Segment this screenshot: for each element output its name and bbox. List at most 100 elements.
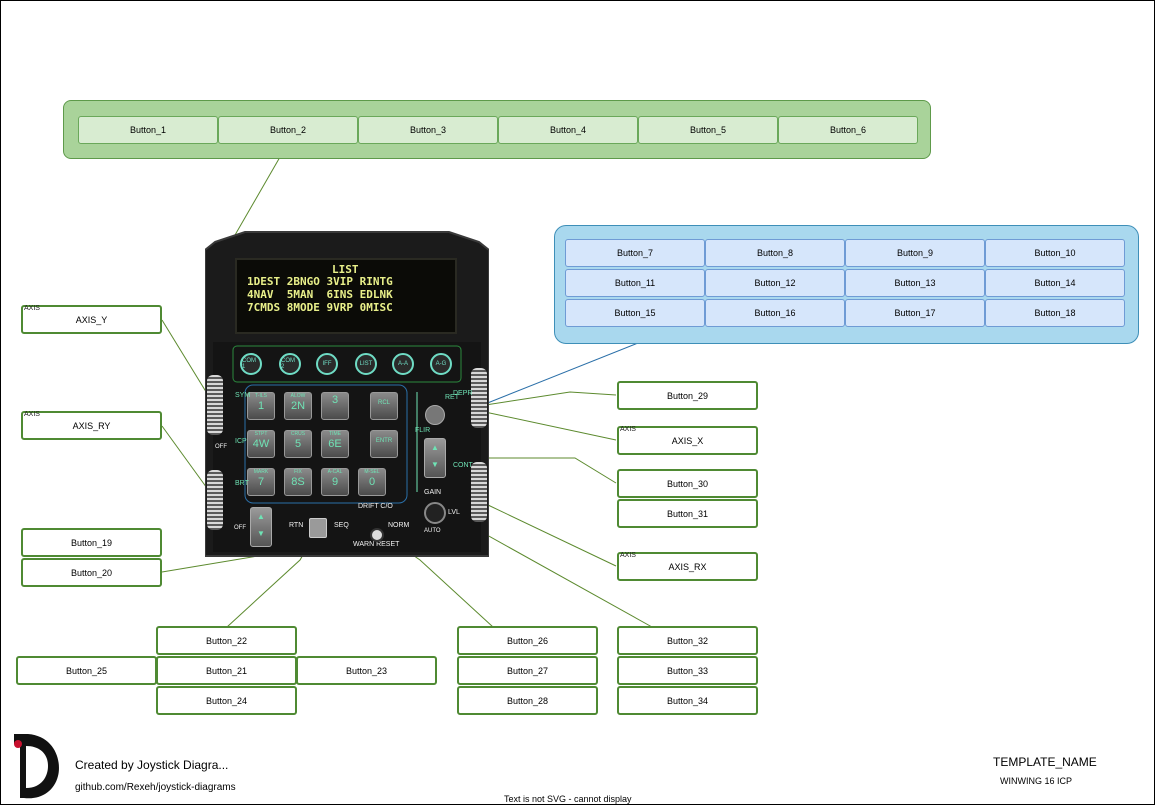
button-33-box[interactable]: Button_33 — [617, 656, 758, 685]
key-0-num: 0 — [368, 476, 376, 488]
key-1-num: 1 — [257, 400, 265, 412]
line-axis-y — [161, 319, 209, 396]
button-23-box[interactable]: Button_23 — [296, 656, 437, 685]
button-12-box[interactable]: Button_12 — [705, 269, 845, 297]
button-22-box[interactable]: Button_22 — [156, 626, 297, 655]
github-url-text[interactable]: github.com/Rexeh/joystick-diagrams — [75, 782, 236, 793]
button-2-box[interactable]: Button_2 — [218, 116, 358, 144]
warn-reset-label: WARN RESET — [353, 541, 400, 548]
svg-note-text: Text is not SVG - cannot display — [504, 794, 632, 804]
button-15-box[interactable]: Button_15 — [565, 299, 705, 327]
a-a-button[interactable]: A-A — [392, 353, 414, 375]
button-19-box[interactable]: Button_19 — [21, 528, 162, 557]
key-2-top: ALOW — [290, 393, 306, 399]
key-8-top: FIX — [294, 469, 302, 475]
gain-switch[interactable] — [424, 502, 446, 524]
icp-label: ICP — [235, 438, 247, 445]
key-6-num: 6E — [328, 438, 342, 450]
axis-y-label: AXIS_Y — [75, 314, 108, 325]
list-button[interactable]: LIST — [355, 353, 377, 375]
axis-y-box[interactable]: AXIS AXIS_Y — [21, 305, 162, 334]
com2-button[interactable]: COM 2 — [279, 353, 301, 375]
depr-wheel[interactable] — [471, 368, 487, 428]
created-by-text: Created by Joystick Diagra... — [75, 758, 229, 772]
button-11-box[interactable]: Button_11 — [565, 269, 705, 297]
button-28-box[interactable]: Button_28 — [457, 686, 598, 715]
device-name-text: WINWING 16 ICP — [1000, 776, 1073, 786]
brt-wheel[interactable] — [207, 470, 223, 530]
drift-toggle[interactable] — [370, 528, 384, 542]
gain-label: GAIN — [424, 489, 442, 496]
key-5-num: 5 — [294, 438, 302, 450]
axis-tag: AXIS — [620, 426, 636, 433]
button-25-box[interactable]: Button_25 — [16, 656, 157, 685]
brt-rocker[interactable]: ▲▼ — [250, 507, 272, 547]
button-17-box[interactable]: Button_17 — [845, 299, 985, 327]
key-rcl[interactable]: RCL — [370, 392, 398, 420]
axis-x-box[interactable]: AXIS AXIS_X — [617, 426, 758, 455]
cont-wheel[interactable] — [471, 462, 487, 522]
button-10-box[interactable]: Button_10 — [985, 239, 1125, 267]
button-3-box[interactable]: Button_3 — [358, 116, 498, 144]
key-9-top: A-CAL — [327, 469, 343, 475]
button-16-box[interactable]: Button_16 — [705, 299, 845, 327]
button-9-box[interactable]: Button_9 — [845, 239, 985, 267]
com1-button[interactable]: COM 1 — [240, 353, 262, 375]
a-g-button[interactable]: A-G — [430, 353, 452, 375]
joystick-diagrams-logo-icon — [14, 734, 59, 799]
button-5-box[interactable]: Button_5 — [638, 116, 778, 144]
key-2-num: 2N — [290, 400, 306, 412]
button-32-box[interactable]: Button_32 — [617, 626, 758, 655]
rtn-seq-switch[interactable] — [309, 518, 327, 538]
key-3-num: 3 — [331, 394, 339, 406]
key-5-top: CRUS — [290, 431, 306, 437]
depr-label: DEPR — [453, 390, 472, 398]
wx-button[interactable] — [425, 405, 445, 425]
key-entr[interactable]: ENTR — [370, 430, 398, 458]
button-30-box[interactable]: Button_30 — [617, 469, 758, 498]
button-4-box[interactable]: Button_4 — [498, 116, 638, 144]
sym-wheel[interactable] — [207, 375, 223, 435]
lcd-row-1: 1DEST 2BNGO 3VIP RINTG — [247, 275, 393, 288]
button-24-box[interactable]: Button_24 — [156, 686, 297, 715]
auto-label: AUTO — [424, 528, 441, 534]
flir-rocker[interactable]: ▲▼ — [424, 438, 446, 478]
cont-label: CONT — [453, 462, 473, 470]
line-axis-ry — [161, 425, 213, 496]
button-14-box[interactable]: Button_14 — [985, 269, 1125, 297]
axis-ry-box[interactable]: AXIS AXIS_RY — [21, 411, 162, 440]
key-4-num: 4W — [252, 438, 270, 450]
key-9-num: 9 — [331, 476, 339, 488]
button-8-box[interactable]: Button_8 — [705, 239, 845, 267]
key-0-top: M-SEL — [364, 469, 380, 475]
button-7-box[interactable]: Button_7 — [565, 239, 705, 267]
button-13-box[interactable]: Button_13 — [845, 269, 985, 297]
line-axis-rx — [487, 504, 617, 567]
key-rcl-num: RCL — [377, 400, 390, 406]
button-1-box[interactable]: Button_1 — [78, 116, 218, 144]
button-18-box[interactable]: Button_18 — [985, 299, 1125, 327]
button-20-box[interactable]: Button_20 — [21, 558, 162, 587]
button-27-box[interactable]: Button_27 — [457, 656, 598, 685]
button-29-box[interactable]: Button_29 — [617, 381, 758, 410]
key-4-top: STPT — [254, 431, 268, 437]
button-31-box[interactable]: Button_31 — [617, 499, 758, 528]
button-6-box[interactable]: Button_6 — [778, 116, 918, 144]
icp-device-image: LIST 1DEST 2BNGO 3VIP RINTG 4NAV 5MAN 6I… — [205, 230, 489, 562]
button-21-box[interactable]: Button_21 — [156, 656, 297, 685]
key-3[interactable]: 3 — [321, 392, 349, 420]
iff-button[interactable]: IFF — [316, 353, 338, 375]
axis-rx-box[interactable]: AXIS AXIS_RX — [617, 552, 758, 581]
button-26-box[interactable]: Button_26 — [457, 626, 598, 655]
button-34-box[interactable]: Button_34 — [617, 686, 758, 715]
